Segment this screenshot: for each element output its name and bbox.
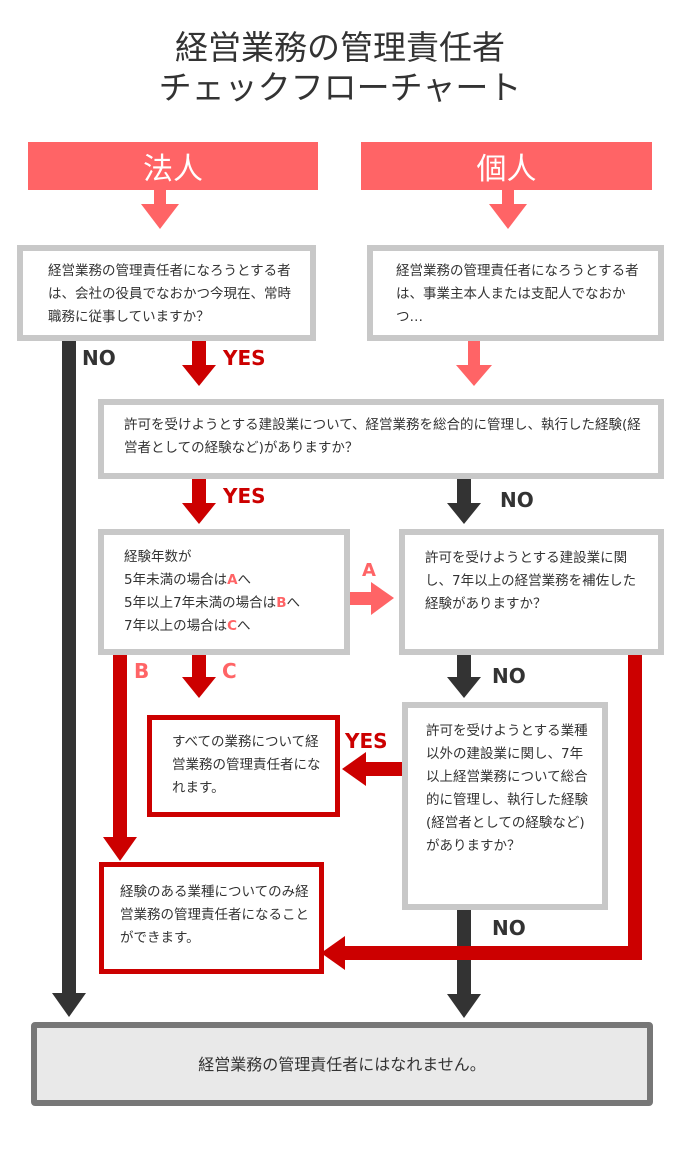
page-title: 経営業務の管理責任者 チェックフローチャート bbox=[0, 28, 680, 108]
arrow-experience-no bbox=[447, 479, 481, 524]
experience-years-box: 経験年数が 5年未満の場合はAへ 5年以上7年未満の場合はBへ 7年以上の場合は… bbox=[98, 529, 350, 655]
result-limited: 経験のある業種についてのみ経営業務の管理責任者になることができます。 bbox=[99, 862, 324, 974]
result-limited-text: 経験のある業種についてのみ経営業務の管理責任者になることができます。 bbox=[120, 884, 309, 946]
label-experience-yes: YES bbox=[223, 484, 266, 508]
header-individual: 個人 bbox=[361, 142, 652, 190]
result-none: 経営業務の管理責任者にはなれません。 bbox=[31, 1022, 653, 1106]
years-line-2: 5年未満の場合はAへ bbox=[124, 572, 252, 588]
arrow-individual-to-experience bbox=[456, 341, 492, 386]
label-a: A bbox=[362, 560, 376, 581]
arrow-b bbox=[103, 655, 137, 861]
question-experience: 許可を受けようとする建設業について、経営業務を総合的に管理し、執行した経験(経営… bbox=[98, 399, 664, 479]
label-assist-no: NO bbox=[492, 664, 526, 688]
label-other-yes: YES bbox=[345, 729, 388, 753]
arrow-a bbox=[349, 582, 394, 615]
key-a: A bbox=[227, 572, 238, 588]
question-experience-text: 許可を受けようとする建設業について、経営業務を総合的に管理し、執行した経験(経営… bbox=[124, 417, 641, 456]
label-corp-yes: YES bbox=[223, 346, 266, 370]
arrow-corp-no bbox=[52, 341, 86, 1017]
question-individual: 経営業務の管理責任者になろうとする者は、事業主本人または支配人でなおかつ… bbox=[367, 245, 664, 341]
arrow-c bbox=[182, 655, 216, 698]
title-line-2: チェックフローチャート bbox=[158, 68, 522, 107]
arrow-individual-down bbox=[489, 190, 527, 229]
label-c: C bbox=[222, 659, 237, 683]
question-assist-text: 許可を受けようとする建設業に関し、7年以上の経営業務を補佐した経験がありますか？ bbox=[425, 550, 637, 612]
label-other-no: NO bbox=[492, 916, 526, 940]
years-line-4: 7年以上の場合はCへ bbox=[124, 618, 251, 634]
question-corporation-officer: 経営業務の管理責任者になろうとする者は、会社の役員でなおかつ今現在、常時職務に従… bbox=[17, 245, 316, 341]
question-assist: 許可を受けようとする建設業に関し、7年以上の経営業務を補佐した経験がありますか？ bbox=[399, 529, 664, 655]
header-corporation: 法人 bbox=[28, 142, 318, 190]
years-line-1: 経験年数が bbox=[124, 549, 192, 565]
arrow-assist-yes bbox=[321, 655, 642, 970]
result-none-text: 経営業務の管理責任者にはなれません。 bbox=[198, 1054, 486, 1074]
label-experience-no: NO bbox=[500, 488, 534, 512]
result-all-text: すべての業務について経営業務の管理責任者になれます。 bbox=[172, 734, 321, 796]
question-other-industry-text: 許可を受けようとする業種以外の建設業に関し、7年以上経営業務について総合的に管理… bbox=[426, 723, 588, 854]
arrow-other-no bbox=[447, 908, 481, 1018]
years-line-3: 5年以上7年未満の場合はBへ bbox=[124, 595, 300, 611]
label-corp-no: NO bbox=[82, 346, 116, 370]
arrow-other-yes bbox=[342, 752, 404, 786]
title-line-1: 経営業務の管理責任者 bbox=[175, 28, 505, 67]
key-c: C bbox=[227, 618, 238, 634]
question-individual-text: 経営業務の管理責任者になろうとする者は、事業主本人または支配人でなおかつ… bbox=[396, 263, 639, 325]
result-all-industries: すべての業務について経営業務の管理責任者になれます。 bbox=[147, 715, 340, 817]
label-b: B bbox=[134, 659, 150, 683]
arrow-experience-yes bbox=[182, 479, 216, 524]
question-corporation-officer-text: 経営業務の管理責任者になろうとする者は、会社の役員でなおかつ今現在、常時職務に従… bbox=[48, 263, 291, 325]
arrow-corp-yes bbox=[182, 341, 216, 386]
key-b: B bbox=[276, 595, 287, 611]
arrow-corporation-down bbox=[141, 190, 179, 229]
question-other-industry: 許可を受けようとする業種以外の建設業に関し、7年以上経営業務について総合的に管理… bbox=[402, 702, 608, 910]
arrow-assist-no bbox=[447, 655, 481, 698]
